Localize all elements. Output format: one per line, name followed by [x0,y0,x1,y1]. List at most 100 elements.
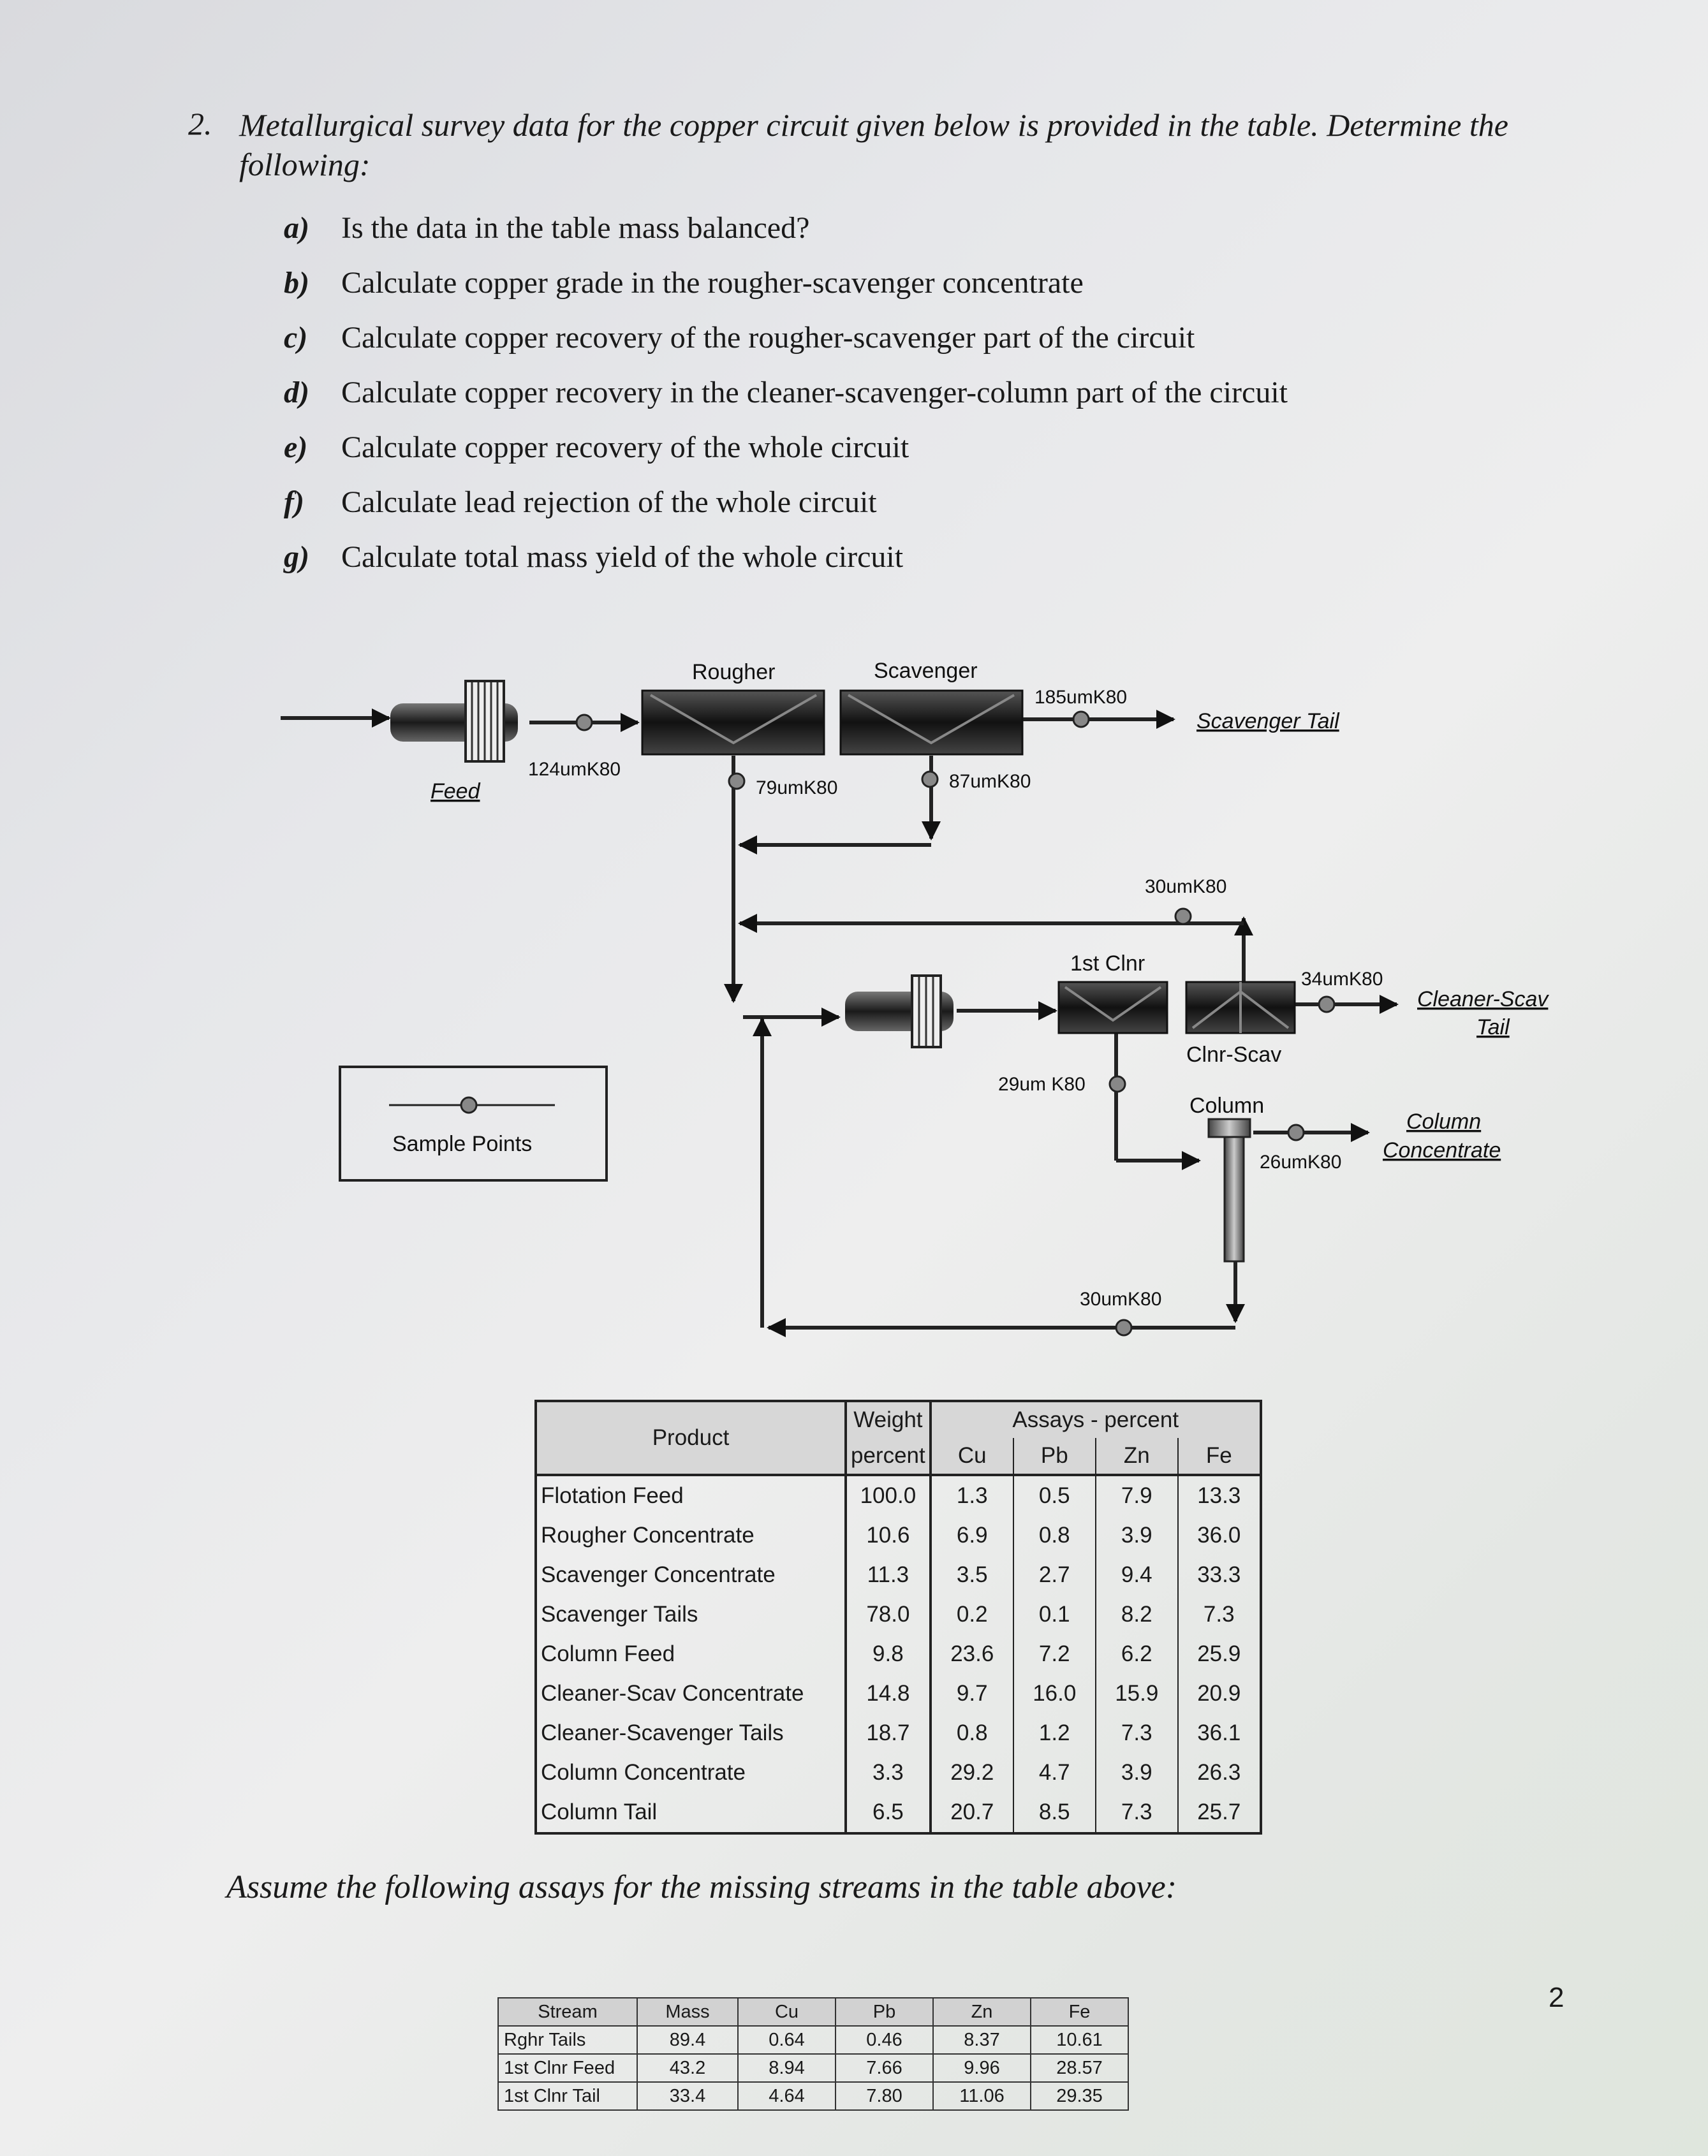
column-conc-label-2: Concentrate [1383,1138,1501,1162]
fe-cell: 13.3 [1197,1483,1241,1508]
page-number: 2 [1549,1982,1564,2013]
cu-cell: 20.7 [930,1793,1014,1833]
part-text: Calculate copper grade in the rougher-sc… [341,266,1084,300]
sample-point-icon [921,770,939,788]
weight-header-2: percent [846,1438,932,1476]
fe-cell: 26.3 [1197,1760,1241,1785]
cu-cell: 23.6 [930,1634,1014,1674]
product-cell: Rougher Concentrate [536,1516,847,1555]
part-label: b) [284,266,309,300]
zn-cell: 7.3 [1095,1713,1179,1753]
stream-cell: 8.94 [737,2053,836,2083]
scavenger-cell [839,689,1024,756]
question-number: 2. [188,106,212,142]
assume-text: Assume the following assays for the miss… [226,1869,1177,1905]
stream-cell: 9.96 [932,2053,1031,2083]
sample-point-icon [1174,907,1192,925]
pb-cell: 7.2 [1013,1634,1096,1674]
zn-cell: 3.9 [1095,1516,1179,1555]
column-label: Column [1189,1094,1264,1118]
flowsheet-diagram: Rougher Scavenger Feed 124umK80 79umK80 … [281,659,1549,1337]
zn-cell: 9.4 [1095,1555,1179,1595]
zn-cell: 7.3 [1095,1793,1179,1833]
cu-cell: 3.5 [930,1555,1014,1595]
part-text: Is the data in the table mass balanced? [341,211,810,245]
question-text: Metallurgical survey data for the copper… [239,107,1508,182]
part-text: Calculate lead rejection of the whole ci… [341,485,877,519]
part-f: f) Calculate lead rejection of the whole … [284,485,1288,539]
zn-cell: 15.9 [1095,1674,1179,1713]
pb-cell: 16.0 [1013,1674,1096,1713]
sample-point-icon [1115,1319,1133,1337]
rougher-conc-k80-label: 79umK80 [756,777,837,798]
weight-cell: 11.3 [846,1555,932,1595]
fe-cell: 7.3 [1203,1602,1235,1627]
first-cleaner-cell [1057,981,1168,1034]
stream-cell: 33.4 [637,2081,739,2111]
product-cell: Cleaner-Scavenger Tails [536,1713,847,1753]
rougher-cell [641,689,825,756]
weight-cell: 18.7 [846,1713,932,1753]
rougher-label: Rougher [692,660,775,684]
sample-point-icon [575,714,593,731]
product-cell: Column Feed [536,1634,847,1674]
pb-header: Pb [835,1997,934,2027]
sample-point-icon [728,772,746,790]
cu-cell: 0.8 [930,1713,1014,1753]
weight-cell: 10.6 [846,1516,932,1555]
stream-cell: 7.66 [835,2053,934,2083]
weight-cell: 14.8 [846,1674,932,1713]
zn-header: Zn [1095,1438,1179,1476]
stream-cell: 29.35 [1030,2081,1129,2111]
scavenger-label: Scavenger [874,659,978,683]
part-c: c)Calculate copper recovery of the rough… [284,320,1288,375]
part-e: e)Calculate copper recovery of the whole… [284,430,1288,485]
column-conc-k80-label: 26umK80 [1260,1152,1341,1173]
part-text: Calculate copper recovery of the rougher… [341,321,1195,355]
clnr-tail-k80-label: 29um K80 [998,1074,1086,1095]
recycle-k80-label: 30umK80 [1145,876,1226,897]
weight-cell: 9.8 [846,1634,932,1674]
product-cell: Scavenger Tails [536,1595,847,1634]
stream-cell: 43.2 [637,2053,739,2083]
survey-data-table: Product Weight Assays - percent percent … [534,1400,1262,1835]
stream-header: Stream [497,1997,638,2027]
part-label: f) [284,485,304,519]
sample-point-icon [1108,1075,1126,1093]
fe-cell: 20.9 [1197,1681,1241,1706]
fe-header: Fe [1177,1438,1262,1476]
sample-point-icon [1287,1124,1305,1141]
product-cell: Cleaner-Scav Concentrate [536,1674,847,1713]
cu-header: Cu [737,1997,836,2027]
cleaner-scav-tail-label-1: Cleaner-Scav [1417,987,1549,1011]
stream-cell: 28.57 [1030,2053,1129,2083]
part-d: d)Calculate copper recovery in the clean… [284,375,1288,430]
stream-cell: 8.37 [932,2025,1031,2055]
weight-cell: 100.0 [846,1475,932,1516]
column-conc-label-1: Column [1406,1110,1481,1134]
pb-header: Pb [1013,1438,1096,1476]
part-g: g)Calculate total mass yield of the whol… [284,539,1288,594]
legend-label: Sample Points [392,1132,532,1156]
feed-label: Feed [431,779,481,803]
feed-k80-label: 124umK80 [528,759,621,780]
pb-cell: 8.5 [1013,1793,1096,1833]
product-cell: Column Concentrate [536,1753,847,1793]
product-cell: Scavenger Concentrate [536,1555,847,1595]
zn-cell: 6.2 [1095,1634,1179,1674]
flotation-column [1207,1118,1251,1263]
part-label: d) [284,376,309,409]
cu-cell: 6.9 [930,1516,1014,1555]
stream-cell: Rghr Tails [497,2025,638,2055]
cleaner-scav-tail-label-2: Tail [1476,1015,1510,1039]
pb-cell: 2.7 [1013,1555,1096,1595]
